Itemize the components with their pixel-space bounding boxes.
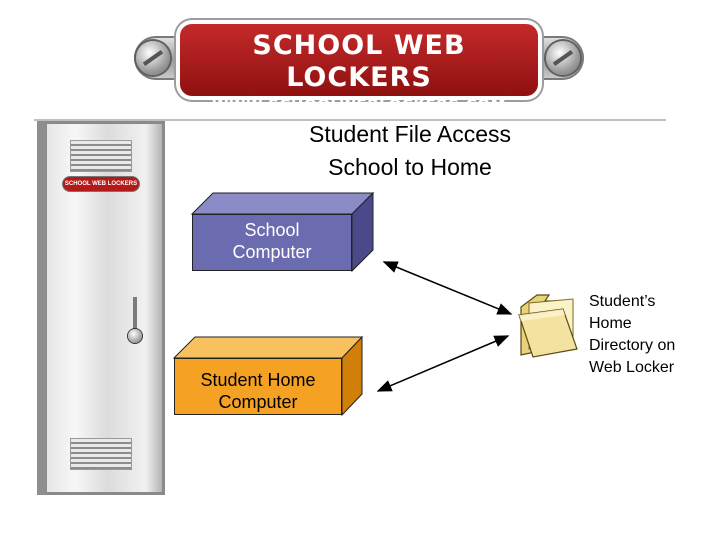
directory-label-line: Student’s xyxy=(589,291,675,313)
directory-label-line: Home xyxy=(589,313,675,335)
directory-label-line: Directory on xyxy=(589,335,675,357)
directory-label-line: Web Locker xyxy=(589,357,675,379)
home-to-locker-arrow xyxy=(378,336,508,391)
web-locker-directory-label: Student’s Home Directory on Web Locker xyxy=(589,291,675,379)
school-to-locker-arrow xyxy=(384,262,511,314)
folder-icon xyxy=(517,293,579,359)
